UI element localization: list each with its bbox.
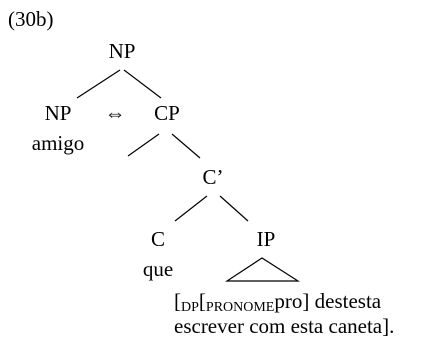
node-c-bar: C’	[203, 165, 224, 189]
node-c: C	[151, 227, 165, 251]
pro-word: pro	[274, 289, 302, 313]
node-cp: CP	[154, 101, 180, 125]
ip-content-line-2: escrever com esta caneta].	[174, 314, 394, 338]
pronome-label: PRONOME	[206, 300, 274, 315]
node-c-word-que: que	[143, 257, 173, 281]
bracket-open-inner: [	[199, 289, 206, 313]
node-root-np: NP	[109, 39, 136, 63]
edge-cbar-to-c	[174, 195, 208, 222]
ip-content-line-1: [DP[PRONOMEpro] destesta	[174, 289, 382, 315]
equivalence-arrow-icon: ⇔	[105, 101, 126, 125]
example-label: (30b)	[8, 7, 54, 31]
edge-cp-left	[127, 133, 160, 157]
ip-triangle	[224, 257, 301, 282]
node-np-word-amigo: amigo	[32, 131, 85, 155]
edge-root-to-cp	[123, 69, 162, 99]
line1-rest: ] destesta	[302, 289, 381, 313]
edge-root-to-np	[76, 69, 121, 99]
bracket-open: [	[174, 289, 181, 313]
dp-label: DP	[181, 300, 199, 315]
node-ip: IP	[257, 227, 276, 251]
edge-cbar-to-ip	[219, 195, 249, 222]
edge-cp-to-cbar	[171, 133, 201, 159]
node-np-left: NP	[45, 101, 72, 125]
